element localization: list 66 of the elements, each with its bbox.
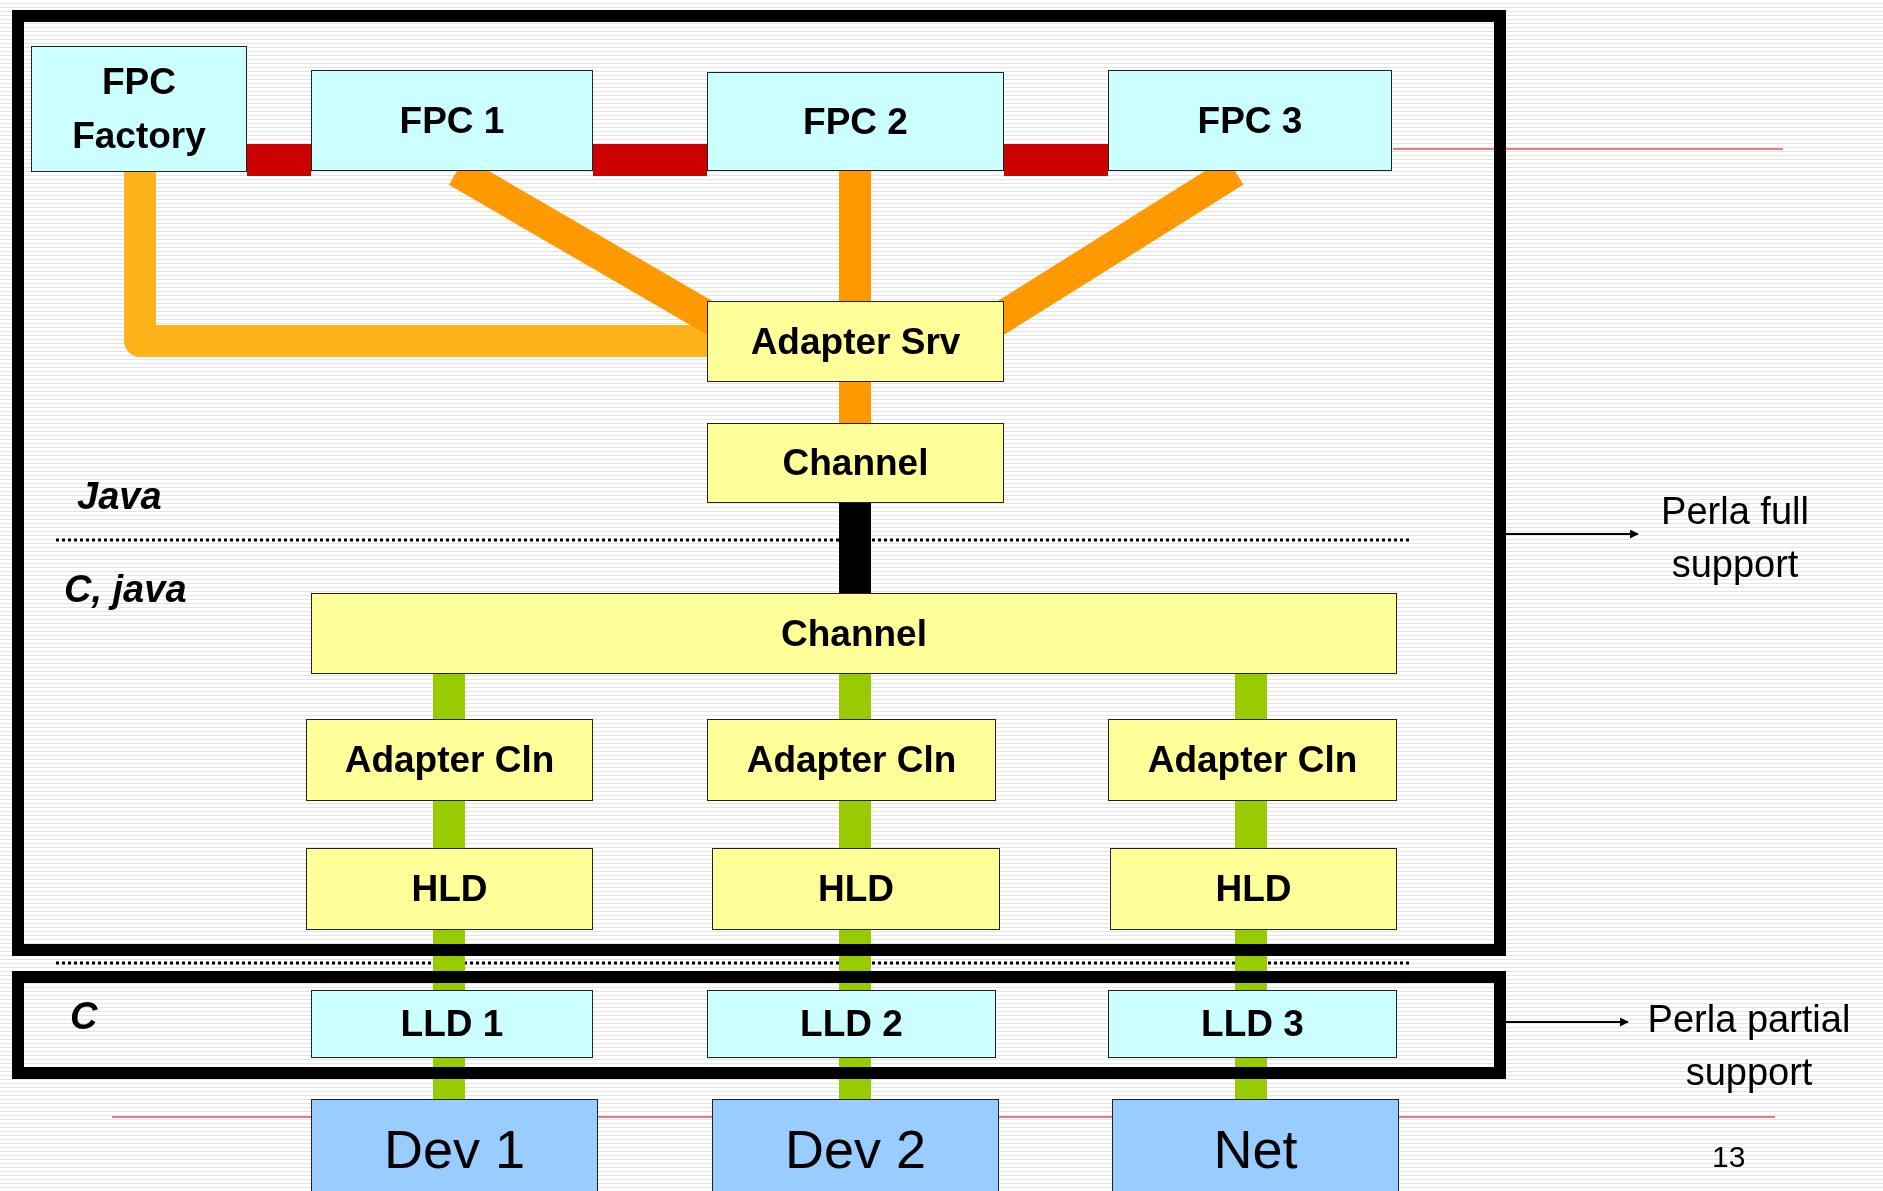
connector-bar — [433, 801, 465, 848]
node-label: FPC 2 — [803, 99, 908, 144]
component-box — [31, 46, 247, 172]
component-box — [311, 1099, 598, 1191]
node-label: Dev 2 — [784, 1117, 927, 1181]
component-box — [1108, 70, 1392, 171]
connector-bar — [839, 674, 871, 719]
component-box — [311, 70, 593, 171]
connector-bar — [593, 144, 707, 176]
component-box — [707, 72, 1004, 171]
layer-label: C — [70, 995, 98, 1038]
component-box — [707, 990, 996, 1058]
connector-bar — [1004, 144, 1108, 176]
arrow — [1505, 1017, 1629, 1027]
node-label: FPC Factory — [71, 60, 207, 158]
node-label: LLD 3 — [1201, 1002, 1304, 1047]
node-label: Dev 1 — [383, 1117, 526, 1181]
node-label: Channel — [781, 611, 927, 656]
component-box — [306, 719, 593, 801]
node-label: LLD 1 — [400, 1002, 504, 1047]
node-label: Adapter Srv — [750, 319, 961, 364]
connector-bar — [1235, 801, 1267, 848]
connector-bar — [433, 1058, 465, 1099]
component-box — [707, 719, 996, 801]
connector-bar — [433, 674, 465, 719]
callout-text: Perla full support — [1660, 488, 1810, 587]
node-label: Adapter Cln — [1147, 738, 1358, 783]
connector-bar — [839, 382, 871, 423]
layer-label: C, java — [64, 568, 187, 611]
connector-bar — [1235, 930, 1267, 990]
node-label: Net — [1213, 1117, 1298, 1181]
page-number: 13 — [1712, 1140, 1746, 1174]
node-label: LLD 2 — [800, 1002, 903, 1047]
node-label: Adapter Cln — [344, 738, 555, 783]
connector-bar — [247, 144, 311, 176]
node-label: HLD — [817, 867, 894, 912]
node-label: FPC 1 — [399, 98, 505, 143]
node-label: Channel — [782, 441, 929, 486]
connector-bar — [839, 930, 871, 990]
connector-bar — [1235, 1058, 1267, 1099]
component-box — [1110, 848, 1397, 930]
connector-bar — [1235, 674, 1267, 719]
component-box — [1112, 1099, 1399, 1191]
component-box — [1108, 990, 1397, 1058]
connector-bar — [839, 171, 871, 301]
connector-bar — [433, 930, 465, 990]
callout-text: Perla partial support — [1646, 996, 1852, 1095]
node-label: FPC 3 — [1197, 98, 1303, 143]
arrow — [1505, 529, 1639, 539]
connector-bar — [839, 503, 871, 593]
layer-label: Java — [77, 475, 162, 518]
component-box — [712, 848, 1000, 930]
component-box — [1108, 719, 1397, 801]
component-box — [311, 990, 593, 1058]
frame-border — [12, 10, 1506, 956]
connector-bar — [839, 801, 871, 848]
component-box — [306, 848, 593, 930]
component-box — [712, 1099, 999, 1191]
component-box — [311, 593, 1397, 674]
node-label: Adapter Cln — [746, 738, 957, 783]
connector-bar — [839, 1058, 871, 1099]
node-label: HLD — [1215, 867, 1292, 912]
component-box — [707, 423, 1004, 503]
node-label: HLD — [411, 867, 488, 912]
frame-border — [12, 971, 1506, 1079]
component-box — [707, 301, 1004, 382]
